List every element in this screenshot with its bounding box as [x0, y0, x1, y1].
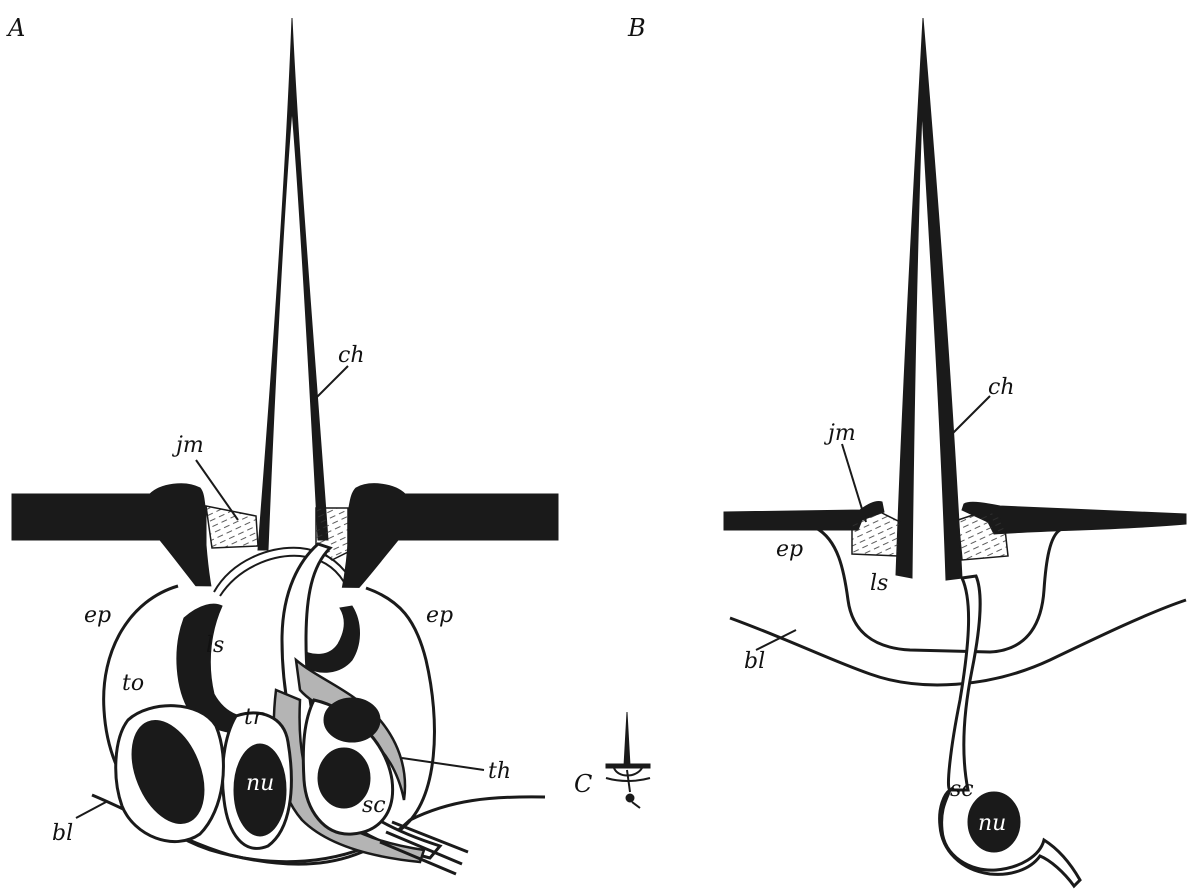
label-jm-a: jm — [171, 433, 204, 458]
thumb-axon-c — [632, 802, 640, 808]
label-bl-b: bl — [744, 649, 765, 674]
label-ep-right-a: ep — [426, 603, 453, 628]
panel-c-letter: C — [574, 770, 592, 798]
label-jm-b: jm — [823, 421, 856, 446]
joint-membrane-right-b — [958, 510, 1008, 560]
panel-b: B ch jm ep ls bl sc nu — [627, 14, 1186, 886]
joint-membrane-left-b — [852, 512, 900, 556]
label-to-a: to — [122, 671, 144, 696]
label-nu-a: nu — [246, 771, 274, 796]
leader-ch-b — [948, 396, 990, 438]
label-sc-b: sc — [950, 777, 974, 802]
label-th-a: th — [488, 759, 511, 784]
thumb-cuticle-c — [606, 764, 650, 768]
hair-shaft-b — [896, 18, 962, 580]
label-ch-a: ch — [338, 343, 365, 368]
thumb-hair-c — [624, 712, 630, 766]
leader-ch-a — [312, 366, 348, 402]
label-tr-a: tr — [244, 705, 265, 730]
label-bl-a: bl — [52, 821, 73, 846]
leader-bl-b — [756, 630, 796, 650]
label-ep-b: ep — [776, 537, 803, 562]
panel-a-letter: A — [6, 14, 25, 42]
label-ls-a: ls — [206, 633, 224, 658]
panel-b-letter: B — [627, 14, 646, 42]
label-nu-b: nu — [978, 811, 1006, 836]
label-sc-a: sc — [362, 793, 386, 818]
leader-bl-a — [76, 802, 106, 818]
thecogen-nucleus-a — [324, 698, 380, 742]
thumb-nucleus-c — [626, 794, 634, 802]
label-ls-b: ls — [870, 571, 888, 596]
hair-shaft-a — [258, 18, 328, 550]
label-ch-b: ch — [988, 375, 1015, 400]
label-ep-left-a: ep — [84, 603, 111, 628]
panel-c: C — [574, 712, 650, 808]
panel-a: A — [6, 14, 558, 874]
